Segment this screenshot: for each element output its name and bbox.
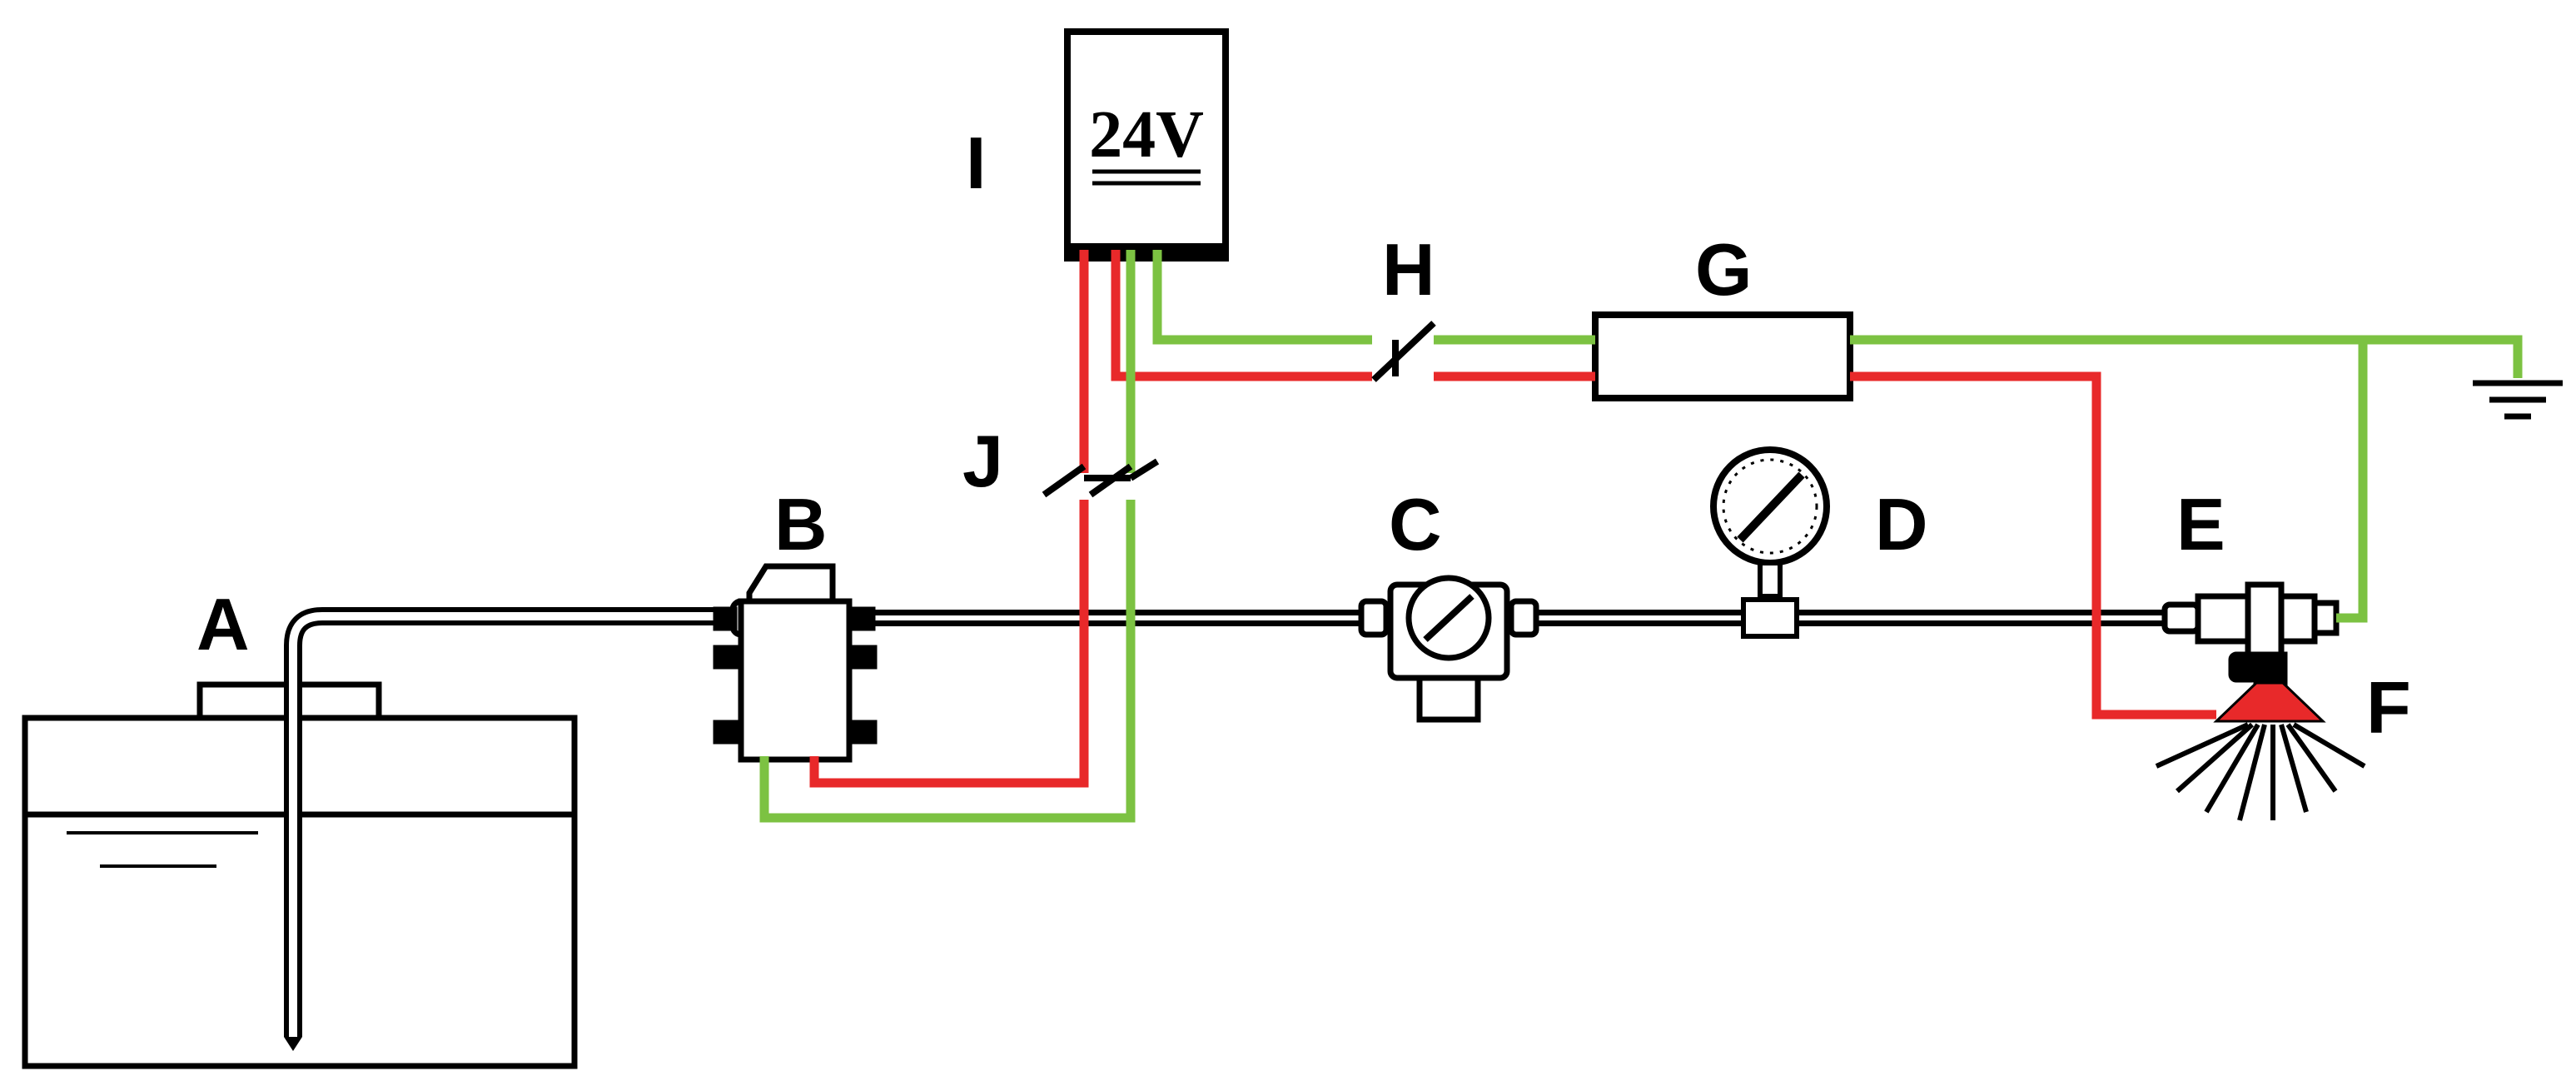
green-wire-g-to-ground bbox=[1850, 335, 2523, 378]
label-controller: G bbox=[1695, 228, 1752, 311]
positive-wiring bbox=[809, 250, 2216, 788]
pressure-regulator bbox=[1358, 575, 1539, 723]
label-regulator: C bbox=[1389, 483, 1442, 565]
label-switch-j: J bbox=[962, 420, 1003, 502]
label-tank: A bbox=[196, 583, 250, 665]
switch-icon bbox=[1042, 458, 1160, 498]
green-wire-i-to-h bbox=[1152, 250, 1372, 345]
negative-wiring bbox=[759, 250, 2523, 823]
label-power-supply: I bbox=[966, 122, 986, 204]
switch-icon bbox=[1371, 321, 1436, 382]
switch-h bbox=[1371, 321, 1436, 382]
green-wire-j-to-pump bbox=[759, 500, 1136, 823]
solenoid-valve bbox=[2161, 581, 2340, 686]
label-switch-h: H bbox=[1382, 228, 1435, 311]
pump-head bbox=[746, 563, 836, 605]
spray-nozzle-icon bbox=[2155, 681, 2366, 821]
red-wire-i-to-h bbox=[1111, 250, 1372, 381]
label-valve: E bbox=[2176, 483, 2225, 565]
red-wire-j-to-pump bbox=[809, 500, 1089, 788]
pump-body bbox=[738, 598, 853, 763]
label-nozzle: F bbox=[2366, 666, 2411, 749]
pressure-gauge-icon bbox=[1710, 446, 1830, 566]
label-gauge: D bbox=[1875, 483, 1928, 565]
spray-nozzle bbox=[2155, 681, 2366, 821]
power-supply: 24V bbox=[1064, 28, 1229, 262]
suction-pipe bbox=[284, 607, 733, 1051]
controller bbox=[1592, 311, 1853, 401]
switch-j bbox=[1042, 458, 1160, 498]
label-pump: B bbox=[774, 483, 828, 565]
ground-icon bbox=[2473, 380, 2563, 420]
pump bbox=[713, 563, 878, 763]
voltage-label: 24V bbox=[1089, 98, 1204, 172]
red-wire-g-to-nozzle bbox=[1850, 371, 2216, 720]
green-wire-to-valve bbox=[2336, 340, 2368, 623]
pressure-gauge bbox=[1710, 446, 1830, 639]
